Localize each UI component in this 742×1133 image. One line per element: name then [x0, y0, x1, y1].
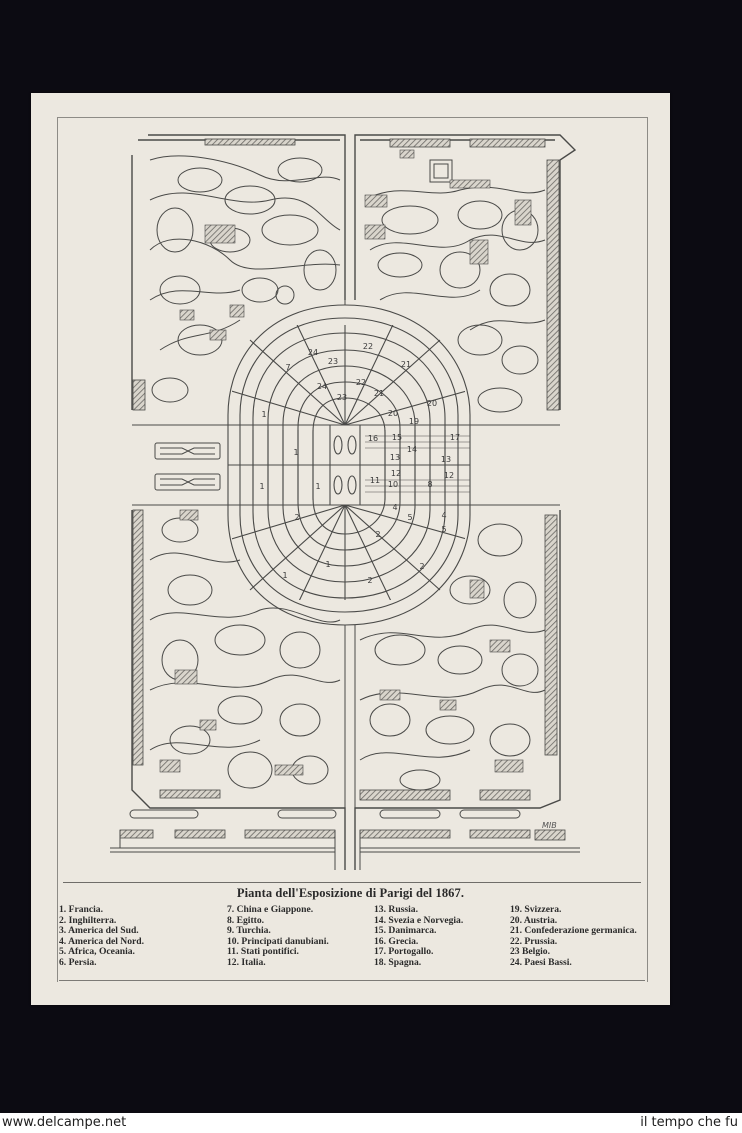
legend-column-2: 7. China e Giappone. 8. Egitto. 9. Turch… — [227, 904, 329, 968]
oval-palace — [227, 304, 471, 626]
legend-column-4: 19. Svizzera. 20. Austria. 21. Confedera… — [510, 904, 637, 968]
country-number-label: 2 — [294, 513, 299, 522]
legend-item: 24. Paesi Bassi. — [510, 956, 572, 968]
country-number-label: 23 — [337, 393, 347, 402]
legend-item: 20. Austria. — [510, 914, 558, 926]
legend-item: 3. America del Sud. — [59, 925, 139, 936]
country-number-label: 12 — [444, 471, 454, 480]
legend-item: 23 Belgio. — [510, 946, 550, 957]
country-number-label: 2 — [367, 576, 372, 585]
legend: 1. Francia. 2. Inghilterra. 3. America d… — [59, 904, 659, 969]
engraver-signature: MIB — [542, 821, 557, 830]
country-number-label: 15 — [392, 433, 402, 442]
watermark-bar: www.delcampe.net il tempo che fu — [0, 1113, 742, 1133]
legend-column-3: 13. Russia. 14. Svezia e Norvegia. 15. D… — [374, 904, 464, 968]
legend-item: 19. Svizzera. — [510, 904, 562, 915]
country-number-label: 14 — [407, 445, 417, 454]
legend-item: 22. Prussia. — [510, 935, 558, 947]
country-number-label: 2 — [419, 562, 424, 571]
country-number-label: 8 — [427, 480, 432, 489]
country-number-label: 13 — [441, 455, 451, 464]
legend-item: 9. Turchia. — [227, 925, 271, 936]
country-number-label: 21 — [374, 389, 384, 398]
country-number-label: 23 — [328, 357, 338, 366]
site-url-link[interactable]: www.delcampe.net — [2, 1115, 127, 1130]
main-axis — [344, 300, 356, 808]
legend-item: 1. Francia. — [59, 904, 103, 915]
legend-item: 16. Grecia. — [374, 935, 419, 947]
seller-name: il tempo che fu — [640, 1115, 738, 1130]
country-number-label: 24 — [317, 382, 327, 391]
legend-item: 4. America del Nord. — [59, 935, 144, 947]
country-number-label: 1 — [293, 448, 298, 457]
country-number-label: 4 — [441, 511, 446, 520]
legend-item: 7. China e Giappone. — [227, 904, 314, 915]
legend-item: 17. Portogallo. — [374, 946, 434, 957]
country-number-label: 20 — [427, 399, 437, 408]
country-number-label: 5 — [407, 513, 412, 522]
legend-item: 2. Inghilterra. — [59, 914, 117, 926]
country-number-label: 1 — [325, 560, 330, 569]
country-number-label: 1 — [259, 482, 264, 491]
legend-item: 15. Danimarca. — [374, 925, 437, 936]
country-number-label: 5 — [441, 525, 446, 534]
country-number-label: 1 — [282, 571, 287, 580]
country-number-label: 10 — [388, 480, 398, 489]
country-number-label: 12 — [391, 469, 401, 478]
legend-item: 13. Russia. — [374, 904, 418, 915]
country-number-label: 2 — [375, 530, 380, 539]
legend-item: 14. Svezia e Norvegia. — [374, 914, 464, 926]
pavilions — [159, 149, 532, 776]
legend-item: 5. Africa, Oceania. — [59, 946, 135, 957]
country-number-label: 1 — [261, 410, 266, 419]
country-number-label: 11 — [370, 476, 380, 485]
country-number-label: 16 — [368, 434, 378, 443]
print-frame — [57, 117, 648, 982]
legend-item: 11. Stati pontifici. — [227, 946, 299, 957]
country-number-label: 1 — [315, 482, 320, 491]
exposition-map: 2221202322212024242319711111615141317131… — [110, 134, 580, 870]
legend-bottom-rule — [59, 980, 645, 981]
country-number-label: 4 — [392, 503, 397, 512]
legend-item: 21. Confederazione germanica. — [510, 925, 637, 936]
country-number-label: 17 — [450, 433, 460, 442]
perimeter-buildings — [119, 138, 566, 841]
country-number-label: 24 — [308, 348, 318, 357]
legend-item: 10. Principati danubiani. — [227, 935, 329, 947]
legend-item: 6. Persia. — [59, 956, 97, 968]
country-number-label: 13 — [390, 453, 400, 462]
legend-item: 18. Spagna. — [374, 956, 422, 968]
country-number-label: 21 — [401, 360, 411, 369]
country-number-label: 22 — [356, 378, 366, 387]
legend-item: 8. Egitto. — [227, 914, 265, 926]
legend-item: 12. Italia. — [227, 956, 266, 968]
map-title: Pianta dell'Esposizione di Parigi del 18… — [236, 886, 465, 900]
caption-rule — [63, 882, 641, 883]
country-number-label: 19 — [409, 417, 419, 426]
bottom-roads — [110, 809, 580, 870]
legend-column-1: 1. Francia. 2. Inghilterra. 3. America d… — [59, 904, 144, 968]
country-number-label: 22 — [363, 342, 373, 351]
country-number-label: 20 — [388, 409, 398, 418]
country-number-label: 7 — [285, 363, 290, 372]
